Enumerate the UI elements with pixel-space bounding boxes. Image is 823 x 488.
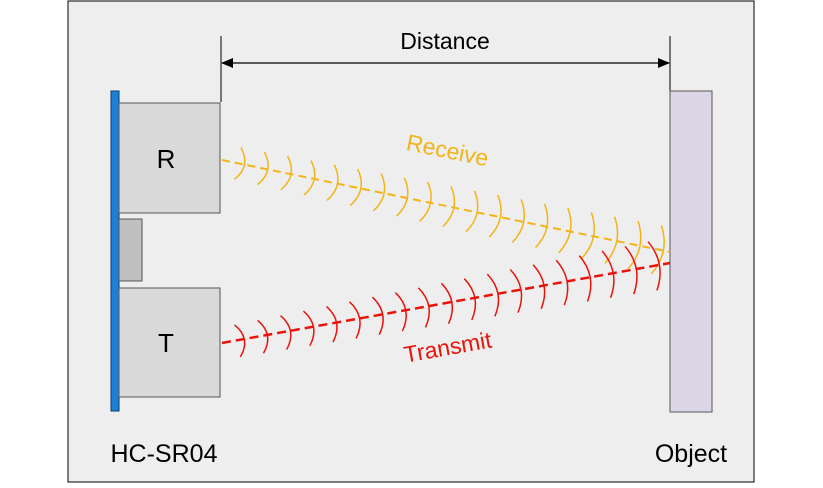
receive-wavefront [372, 173, 386, 212]
transmit-wavefront [348, 301, 361, 339]
sensor-pcb [110, 90, 120, 412]
distance-label: Distance [400, 28, 489, 54]
receive-wavefront [233, 147, 246, 180]
transmit-wavefront [440, 282, 454, 325]
transmit-path-line [221, 261, 671, 345]
receive-wavefront [627, 220, 642, 270]
receive-wavefront [488, 194, 502, 238]
transmit-wavefront [578, 255, 592, 302]
transmit-wavefront [371, 296, 384, 336]
receive-path-line [221, 159, 671, 253]
receive-wave-group [233, 147, 665, 275]
object-name-label: Object [655, 440, 727, 468]
receiver-label: R [157, 144, 176, 174]
transmit-wavefront [509, 268, 523, 313]
object-block [669, 90, 713, 413]
diagram-frame [67, 0, 755, 483]
receive-wavefront [349, 168, 363, 207]
receiver-transducer [118, 102, 221, 214]
receive-wavefront [650, 225, 665, 275]
transmit-wavefront [280, 315, 292, 350]
crystal-oscillator [118, 218, 143, 282]
transmitter-transducer [118, 287, 221, 398]
transmit-wavefront [647, 241, 661, 291]
transmitter-label: T [158, 328, 174, 358]
receive-wavefront [511, 199, 526, 243]
sensor-name-label: HC-SR04 [111, 440, 218, 468]
